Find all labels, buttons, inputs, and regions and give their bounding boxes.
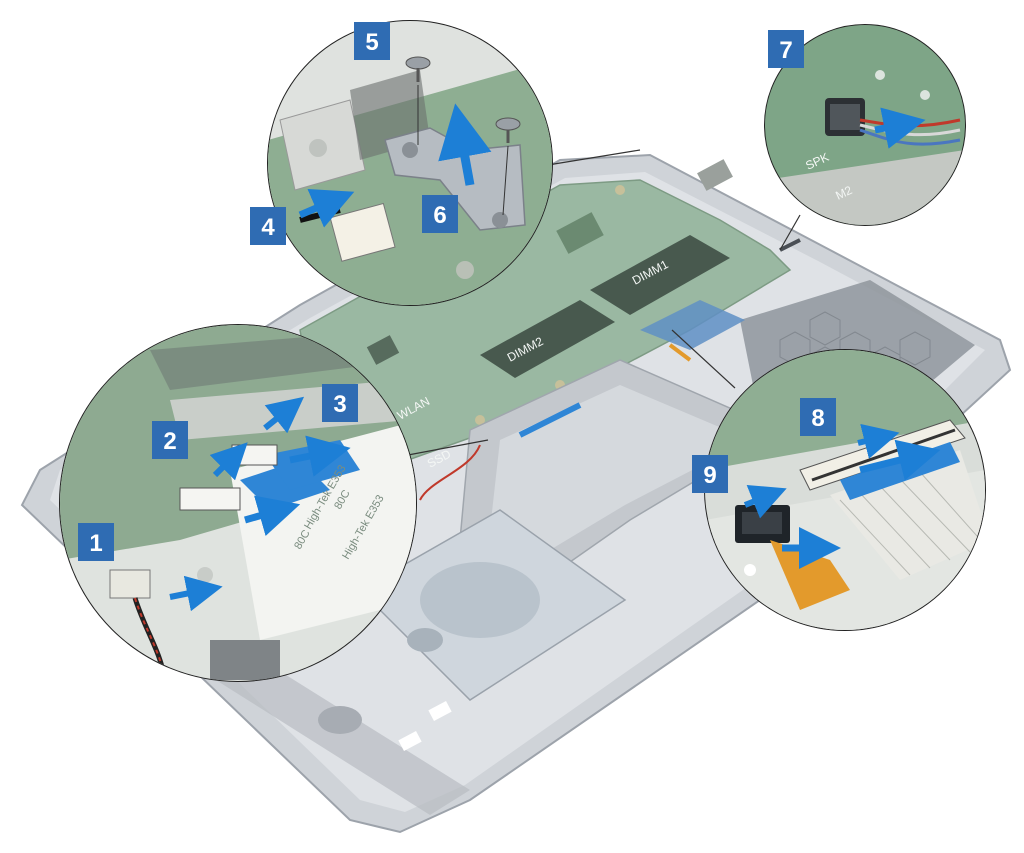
system-board: DIMM1 DIMM2 WLAN SSD [299, 159, 792, 471]
step-badge-label: 1 [89, 530, 102, 557]
screw-icon [405, 56, 521, 143]
step-badge-label: 3 [333, 391, 346, 418]
step-badge-label: 9 [703, 462, 716, 489]
step-badge-3: 3 [322, 384, 358, 422]
step-badge-6: 6 [422, 195, 458, 233]
step-badge-4: 4 [250, 207, 286, 245]
touchpad-area [459, 359, 782, 591]
step-badge-1: 1 [78, 523, 114, 561]
m2-label: M2 [833, 183, 854, 203]
step-badge-label: 4 [261, 214, 275, 241]
step-badges: 1 2 3 4 5 6 7 8 [78, 22, 836, 561]
callout-leaders [407, 149, 801, 456]
step-badge-2: 2 [152, 421, 188, 459]
step-badge-9: 9 [692, 455, 728, 493]
step-badge-label: 2 [163, 428, 176, 455]
step-badge-label: 5 [365, 29, 378, 56]
step-badge-label: 8 [811, 405, 824, 432]
step-badge-8: 8 [800, 398, 836, 436]
callout-touchpad-cables [704, 349, 986, 631]
step-badge-label: 6 [433, 202, 446, 229]
hard-drive [358, 509, 627, 751]
step-badge-7: 7 [768, 30, 804, 68]
step-badge-label: 7 [779, 37, 792, 64]
main-cables [419, 238, 801, 501]
callout-dc-in-bracket [267, 20, 553, 306]
step-badge-5: 5 [354, 22, 390, 60]
